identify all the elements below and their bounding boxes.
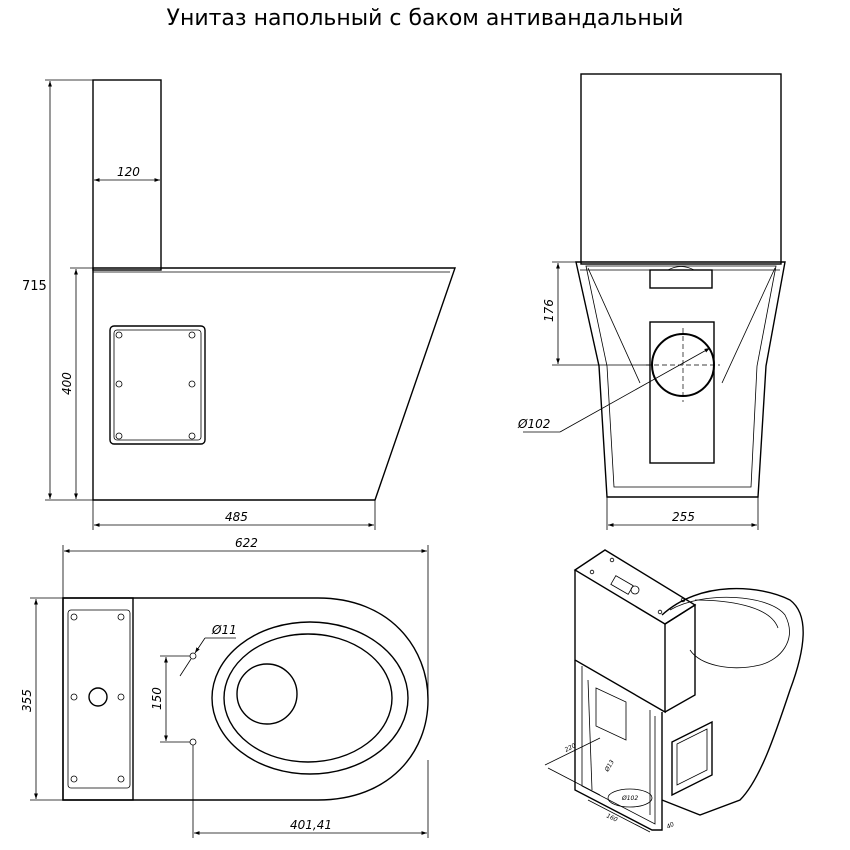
top-drain bbox=[236, 663, 298, 725]
dim-11-label: Ø11 bbox=[211, 623, 237, 637]
front-view: 176 Ø102 255 bbox=[517, 73, 786, 530]
dim-11-leader bbox=[194, 637, 206, 654]
iso-tank-front bbox=[574, 570, 666, 714]
dim-176-label: 176 bbox=[542, 299, 556, 322]
dim-150-label: 150 bbox=[150, 687, 164, 710]
iso-dim-102-label: Ø102 bbox=[621, 795, 638, 802]
isometric-view: 220 Ø13 Ø102 160 40 bbox=[544, 549, 804, 833]
dim-400-label: 400 bbox=[60, 372, 74, 395]
dim-485-label: 485 bbox=[225, 510, 248, 524]
front-flush-slot bbox=[649, 269, 713, 289]
iso-tank-top bbox=[573, 549, 697, 625]
front-cistern bbox=[580, 73, 782, 265]
dim-102-leader bbox=[559, 347, 711, 433]
iso-dim-220-label: 220 bbox=[564, 742, 578, 754]
side-access-panel bbox=[109, 325, 206, 445]
iso-side-panel bbox=[671, 720, 713, 797]
dim-622-label: 622 bbox=[235, 536, 258, 550]
dim-401-label: 401,41 bbox=[290, 818, 332, 832]
top-mount-hole-2 bbox=[189, 738, 197, 746]
top-bowl-inner bbox=[223, 633, 393, 763]
dim-102-label: Ø102 bbox=[517, 417, 550, 431]
side-view: 715 120 400 485 bbox=[22, 79, 456, 530]
dim-120-label: 120 bbox=[117, 165, 140, 179]
side-bowl-outline bbox=[92, 267, 456, 501]
iso-pedestal-frame bbox=[574, 660, 663, 831]
dim-355-label: 355 bbox=[20, 689, 34, 712]
iso-dim-13-label: Ø13 bbox=[603, 759, 616, 774]
top-bowl-rim bbox=[211, 621, 409, 775]
iso-dim-220-line bbox=[547, 767, 601, 796]
front-bowl-outline bbox=[575, 261, 786, 498]
drawing-title: Унитаз напольный с баком антивандальный bbox=[166, 6, 684, 31]
side-cistern bbox=[92, 79, 162, 271]
top-view: 622 355 150 Ø11 401,41 bbox=[20, 536, 429, 838]
top-outline bbox=[62, 597, 429, 801]
front-outlet-block bbox=[649, 321, 715, 464]
top-flush-hole bbox=[88, 687, 108, 707]
top-cistern-plate bbox=[62, 597, 134, 801]
iso-dim-a-label: 160 bbox=[605, 812, 619, 823]
dim-715-label: 715 bbox=[22, 279, 47, 294]
dim-255-label: 255 bbox=[672, 510, 695, 524]
top-mount-hole-1 bbox=[189, 652, 197, 660]
iso-dim-b-label: 40 bbox=[666, 821, 676, 831]
iso-bowl-body bbox=[661, 587, 804, 816]
